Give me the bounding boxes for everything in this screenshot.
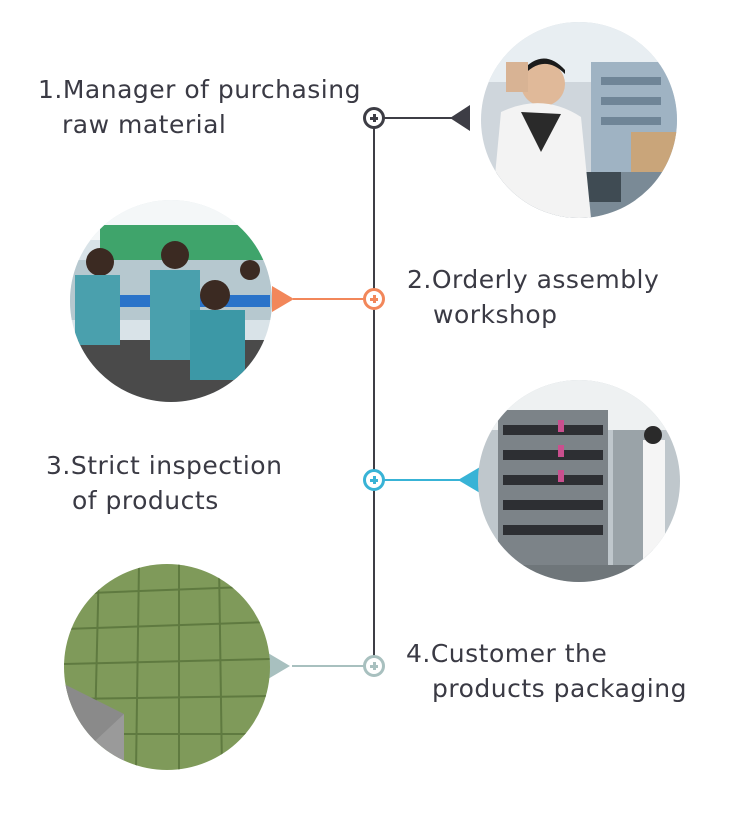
step-1-line-1: 1.Manager of purchasing	[38, 75, 361, 104]
step-1-text: 1.Manager of purchasing raw material	[38, 72, 361, 142]
step-1-photo	[481, 22, 677, 218]
step-4-line-1: 4.Customer the	[406, 639, 608, 668]
step-1-plus-icon	[363, 107, 385, 129]
step-4-photo	[64, 564, 270, 770]
step-3-photo	[478, 380, 680, 582]
step-3-connector	[384, 479, 460, 481]
step-2-text: 2.Orderly assembly workshop	[407, 262, 659, 332]
step-3-line-2: of products	[72, 486, 219, 515]
step-4-connector	[292, 665, 364, 667]
assembly-line-photo	[70, 200, 272, 402]
step-4-text: 4.Customer the products packaging	[406, 636, 687, 706]
step-1-connector	[384, 117, 454, 119]
timeline-vertical-line	[373, 118, 375, 666]
step-2-photo	[70, 200, 272, 402]
step-3-text: 3.Strict inspection of products	[46, 448, 282, 518]
factory-worker-photo	[481, 22, 677, 218]
packaging-boxes-photo	[64, 564, 270, 770]
step-4-line-2: products packaging	[432, 674, 687, 703]
step-2-line-2: workshop	[433, 300, 558, 329]
step-3-line-1: 3.Strict inspection	[46, 451, 283, 480]
step-4-pointer	[268, 653, 290, 679]
step-2-plus-icon	[363, 288, 385, 310]
step-2-pointer	[272, 286, 294, 312]
step-1-line-2: raw material	[62, 110, 227, 139]
step-4-plus-icon	[363, 655, 385, 677]
testing-racks-photo	[478, 380, 680, 582]
step-2-line-1: 2.Orderly assembly	[407, 265, 660, 294]
step-3-pointer	[458, 467, 480, 493]
step-3-plus-icon	[363, 469, 385, 491]
step-2-connector	[293, 298, 363, 300]
step-1-pointer	[450, 105, 470, 131]
